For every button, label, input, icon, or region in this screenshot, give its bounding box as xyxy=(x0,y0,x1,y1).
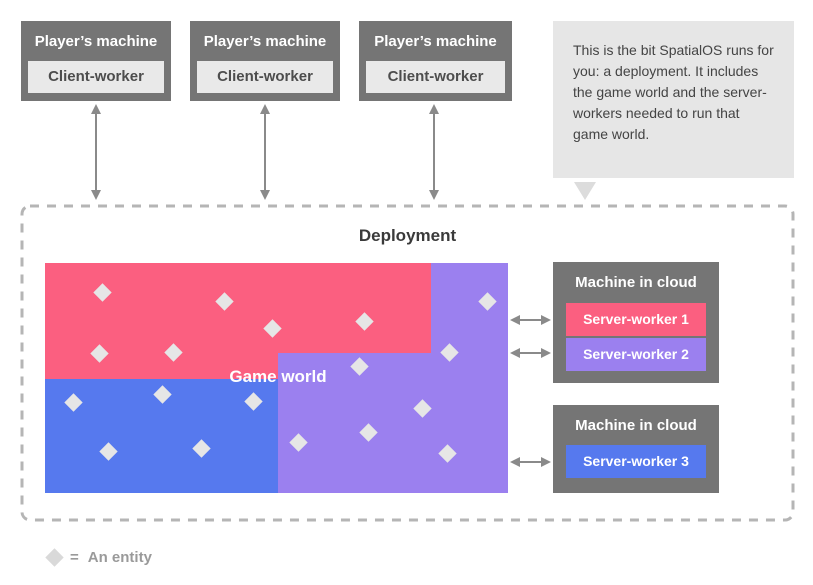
note-text: This is the bit SpatialOS runs for you: … xyxy=(573,42,774,142)
world-server-arrow xyxy=(510,348,551,358)
note-box: This is the bit SpatialOS runs for you: … xyxy=(553,21,794,178)
player-machine-title: Player’s machine xyxy=(374,33,497,50)
game-world: Game world xyxy=(45,263,508,493)
player-machine-title: Player’s machine xyxy=(34,33,158,50)
world-server-arrow xyxy=(510,315,551,325)
server-worker-bar: Server-worker 1 xyxy=(566,303,706,336)
deployment-dashed-border xyxy=(20,204,795,522)
legend-equals: = xyxy=(70,549,79,566)
legend-label: An entity xyxy=(87,549,152,566)
client-worker-box: Client-worker xyxy=(28,61,164,93)
cloud-machine-title: Machine in cloud xyxy=(575,274,697,291)
cloud-machine-title: Machine in cloud xyxy=(575,417,697,434)
note-pointer-triangle xyxy=(574,182,596,200)
client-deployment-arrow xyxy=(429,104,439,200)
player-machine-box: Player’s machine Client-worker xyxy=(359,21,512,101)
world-server-arrow xyxy=(510,457,551,467)
game-world-region-purple xyxy=(278,353,508,493)
deployment-label: Deployment xyxy=(358,226,457,245)
game-world-label: Game world xyxy=(229,367,327,386)
legend: = An entity xyxy=(45,548,152,567)
player-machine-box: Player’s machine Client-worker xyxy=(190,21,340,101)
server-worker-bar: Server-worker 2 xyxy=(566,338,706,371)
client-deployment-arrow xyxy=(260,104,270,200)
client-worker-box: Client-worker xyxy=(366,61,505,93)
server-worker-bar: Server-worker 3 xyxy=(566,445,706,478)
cloud-machine-box: Machine in cloud Server-worker 3 xyxy=(553,405,719,493)
entity-diamond-icon xyxy=(45,548,64,567)
client-worker-box: Client-worker xyxy=(197,61,333,93)
player-machine-title: Player’s machine xyxy=(203,33,327,50)
client-deployment-arrow xyxy=(91,104,101,200)
cloud-machine-box: Machine in cloud Server-worker 1 Server-… xyxy=(553,262,719,383)
player-machine-box: Player’s machine Client-worker xyxy=(21,21,171,101)
